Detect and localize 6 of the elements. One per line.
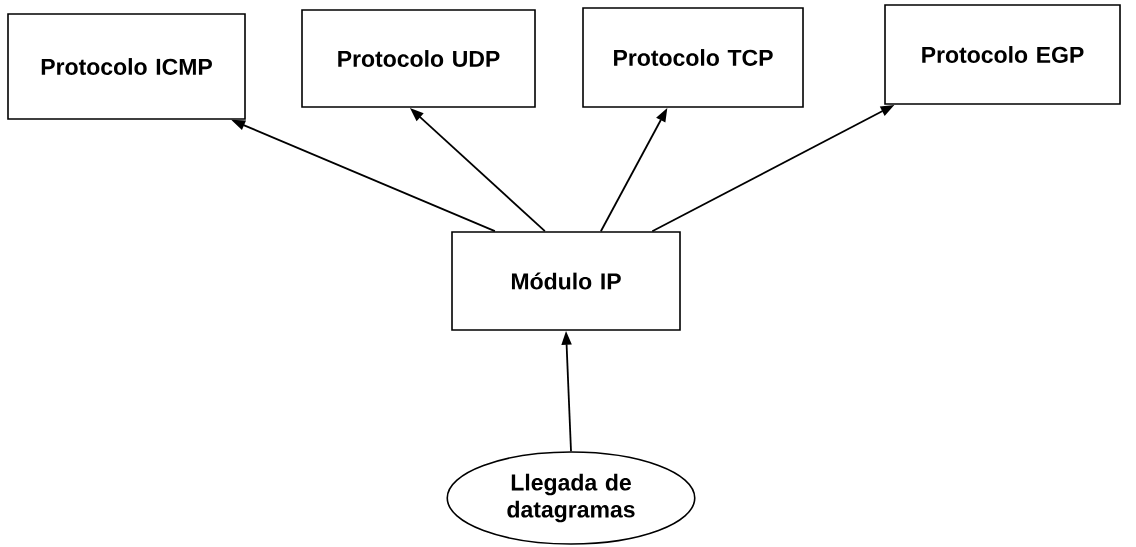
process-box: Módulo IP <box>451 231 681 331</box>
ellipse-node: Llegada de datagramas <box>446 451 696 545</box>
process-box: Protocolo UDP <box>301 9 536 108</box>
process-box: Protocolo EGP <box>884 4 1121 105</box>
process-box: Protocolo ICMP <box>7 13 246 120</box>
process-box: Protocolo TCP <box>582 7 804 108</box>
